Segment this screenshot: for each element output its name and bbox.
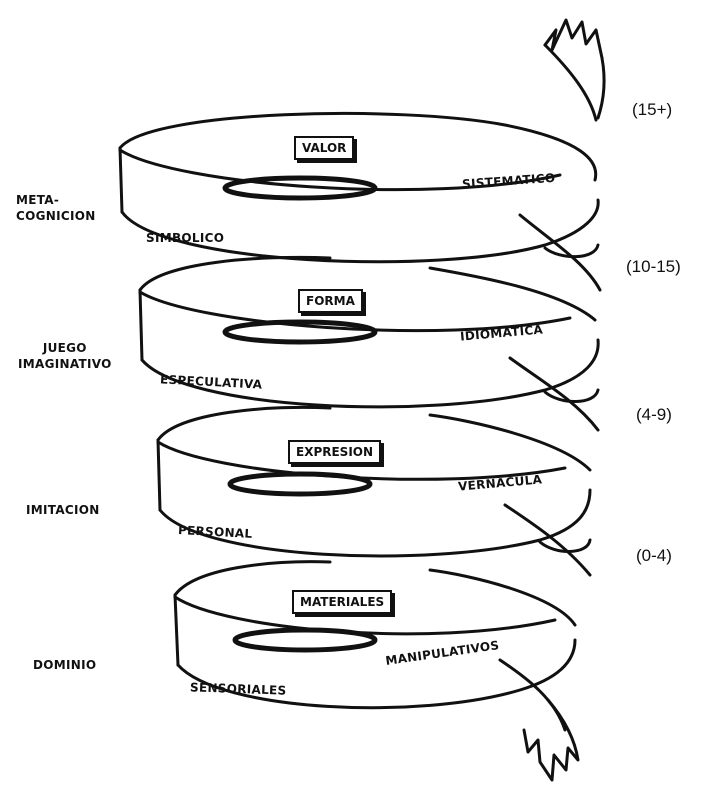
box-label-forma: FORMA <box>298 289 363 313</box>
age-label-0-4: (0-4) <box>636 546 672 566</box>
torn-bottom-end <box>524 700 578 780</box>
box-label-materiales: MATERIALES <box>292 590 392 614</box>
box-label-valor: VALOR <box>294 136 354 160</box>
age-label-15-plus: (15+) <box>632 100 672 120</box>
ribbon-top-lead-right <box>598 58 604 118</box>
box-label-expresion: EXPRESION <box>288 440 381 464</box>
left-label-imitacion: IMITACION <box>26 502 100 518</box>
ribbon-top-lead <box>545 45 596 120</box>
age-label-4-9: (4-9) <box>636 405 672 425</box>
age-label-10-15: (10-15) <box>626 257 681 277</box>
left-label-dominio: DOMINIO <box>33 657 96 673</box>
left-label-metacognicion: META- COGNICION <box>16 192 96 224</box>
left-label-juego-imaginativo: JUEGO IMAGINATIVO <box>18 340 112 372</box>
back-strands <box>500 215 600 730</box>
band-label-simbolico: SIMBOLICO <box>146 231 224 245</box>
